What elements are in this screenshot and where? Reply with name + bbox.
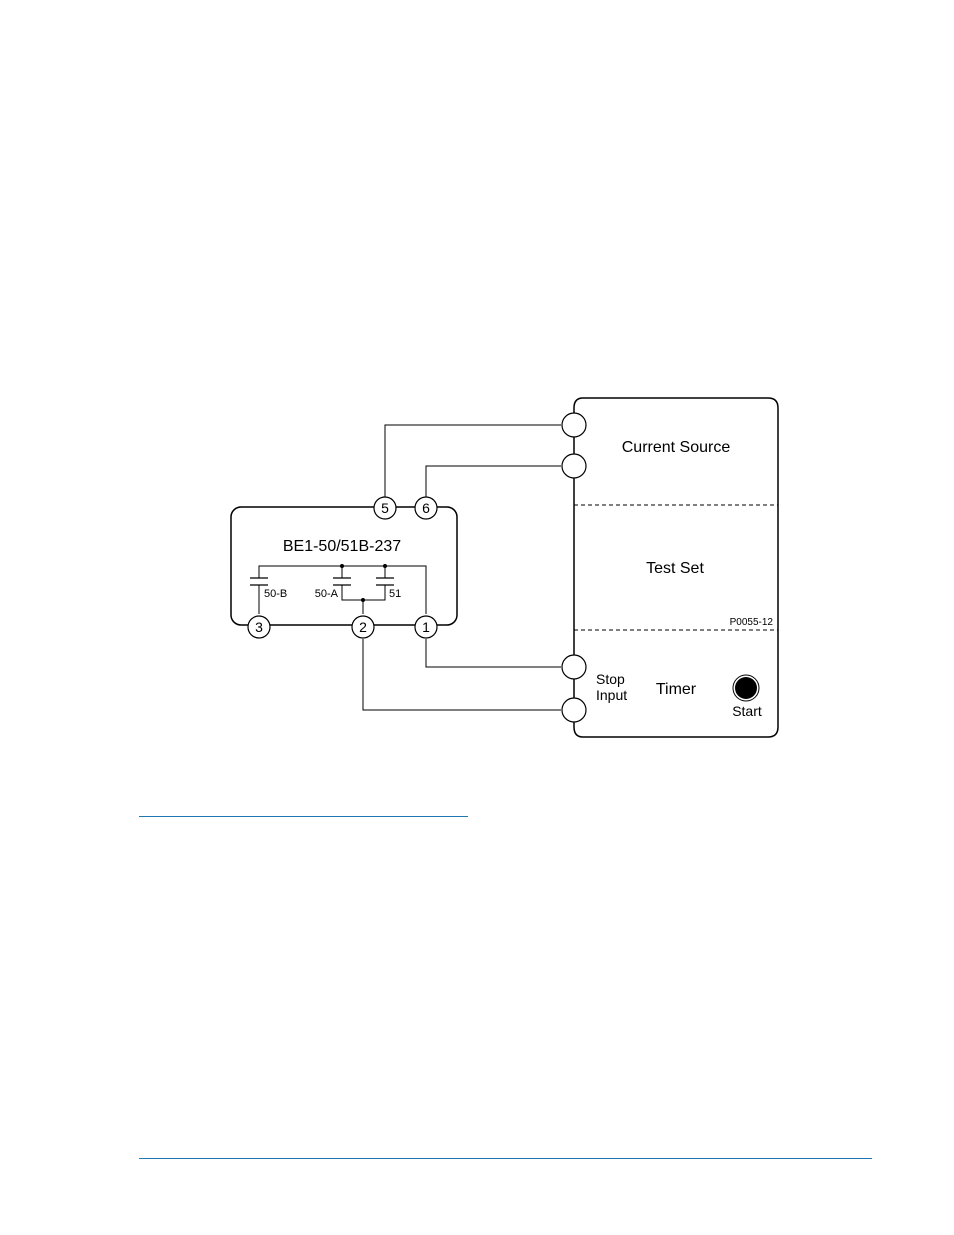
section-divider-rule (139, 816, 468, 817)
relay-box (230, 506, 458, 626)
timer-label: Timer (656, 681, 697, 698)
terminal-2-label: 2 (359, 619, 367, 635)
stop-input-terminal (561, 654, 587, 680)
contact-50-b-label: 50-B (264, 588, 287, 600)
wiring (258, 424, 561, 711)
source-terminal-lower (561, 453, 587, 479)
contact-50-b (250, 577, 268, 586)
relay-title: BE1-50/51B-237 (283, 538, 401, 555)
contact-51 (376, 577, 394, 586)
contact-50-a (333, 577, 351, 586)
contact-51-label: 51 (389, 588, 401, 600)
terminal-3-label: 3 (255, 619, 263, 635)
contact-50-a-label: 50-A (315, 588, 339, 600)
relay-terminal-2: 2 (351, 615, 375, 639)
junction-dot-common (361, 598, 365, 602)
terminal-5-label: 5 (381, 500, 389, 516)
figure-code: P0055-12 (730, 617, 774, 628)
start-terminal (561, 697, 587, 723)
terminal-6-label: 6 (422, 500, 430, 516)
source-terminal-upper (561, 412, 587, 438)
test-set-box (573, 397, 779, 738)
wire-terminal-1-to-stop (425, 639, 561, 668)
start-label: Start (732, 703, 762, 719)
stop-label: Stop (596, 671, 625, 687)
wire-terminal-2-to-start (362, 639, 561, 711)
test-set-label: Test Set (646, 560, 704, 577)
terminal-1-label: 1 (422, 619, 430, 635)
start-button (735, 677, 757, 699)
wire-50a-51-common (341, 585, 386, 601)
footer-divider-rule (139, 1158, 872, 1159)
relay-terminal-5: 5 (373, 496, 397, 520)
wire-terminal-5-to-source (384, 424, 561, 497)
relay-terminal-1: 1 (414, 615, 438, 639)
current-source-label: Current Source (622, 439, 731, 456)
junction-dot-51 (383, 564, 387, 568)
relay-terminal-3: 3 (247, 615, 271, 639)
wire-terminal-6-to-source (425, 465, 561, 497)
relay-terminal-6: 6 (414, 496, 438, 520)
junction-dot-50a (340, 564, 344, 568)
input-label: Input (596, 687, 627, 703)
